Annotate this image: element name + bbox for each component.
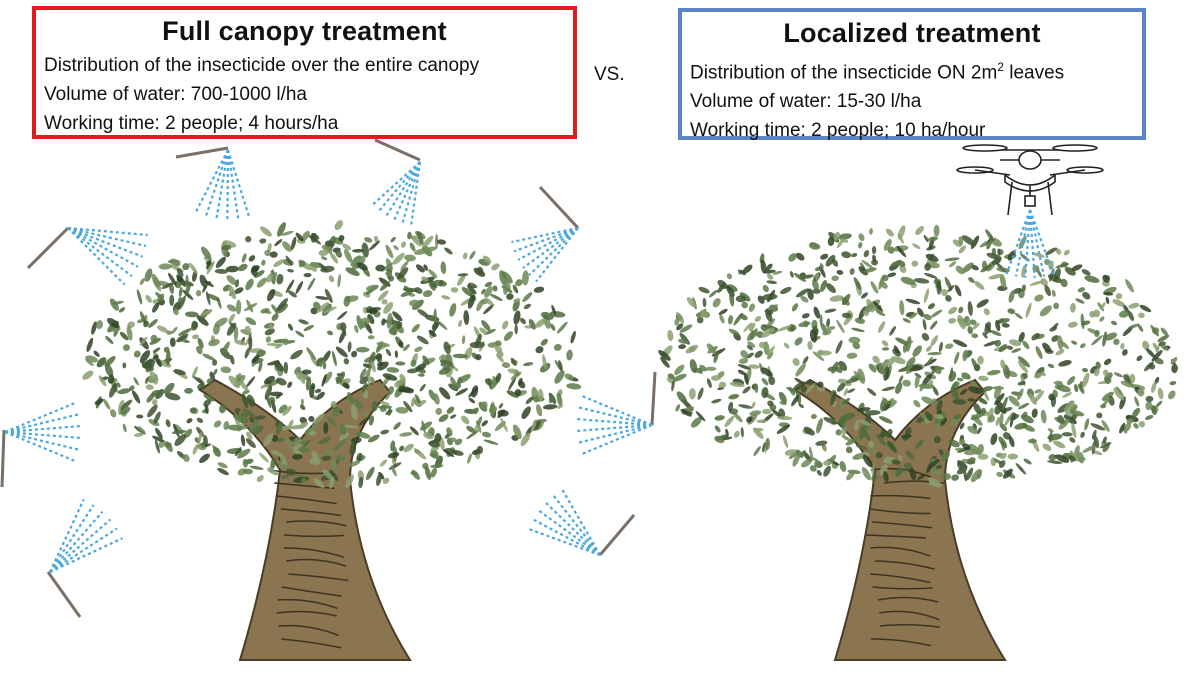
spray-jet <box>67 227 133 277</box>
spray-jet <box>49 510 104 573</box>
spray-lance <box>0 429 6 488</box>
spray-jet <box>4 430 79 451</box>
spray-jet <box>67 227 139 268</box>
spray-jet <box>517 227 579 261</box>
spray-jet <box>49 518 112 573</box>
spray-lance <box>26 226 70 270</box>
spray-jet <box>1028 209 1036 278</box>
spray-jet <box>1005 209 1032 275</box>
spray-jet <box>4 430 80 439</box>
full-canopy-distribution: Distribution of the insecticide over the… <box>44 55 480 76</box>
spray-jet <box>4 413 79 434</box>
localized-title: Localized treatment <box>783 18 1041 48</box>
spray-jet <box>529 528 601 557</box>
localized-water-volume: Volume of water: 15-30 l/ha <box>690 91 922 113</box>
spray-jet <box>409 161 422 227</box>
full-canopy-title: Full canopy treatment <box>162 16 447 46</box>
nozzle-lower-right <box>529 489 636 557</box>
spray-jet <box>4 430 75 462</box>
drone-spray <box>1005 209 1055 278</box>
full-canopy-working-time: Working time: 2 people; 4 hours/ha <box>44 113 339 134</box>
spray-jet <box>1028 209 1055 275</box>
spray-lance <box>538 185 580 230</box>
spray-jet <box>370 161 421 207</box>
full-canopy-water-volume: Volume of water: 700-1000 l/ha <box>44 84 308 105</box>
spray-jet <box>511 226 579 244</box>
nozzle-top-right <box>370 138 422 227</box>
spray-jet <box>577 418 653 427</box>
tree-trunk <box>793 378 1007 661</box>
localized-distribution-text: Distribution of the insecticide ON 2m <box>690 62 998 84</box>
nozzle-upper-right <box>511 185 580 283</box>
spray-jet <box>226 149 230 223</box>
spray-jet <box>392 161 422 222</box>
spray-lance <box>374 138 421 162</box>
nozzle-mid-right <box>577 371 657 455</box>
spray-jet <box>226 149 251 220</box>
spray-jet <box>67 227 126 286</box>
localized-info-box: Localized treatment Distribution of the … <box>678 8 1146 141</box>
spray-jet <box>552 495 601 556</box>
localized-working-time: Working time: 2 people; 10 ha/hour <box>690 120 986 142</box>
full-canopy-info-box: Full canopy treatment Distribution of th… <box>32 6 577 139</box>
drone-icon <box>956 144 1104 216</box>
spray-jet <box>578 423 653 444</box>
spray-jet <box>533 518 601 556</box>
nozzle-upper-left <box>26 226 148 286</box>
spray-jet <box>582 395 653 427</box>
localized-distribution-suffix: leaves <box>1003 62 1065 84</box>
spray-jet <box>67 226 148 237</box>
spray-lance <box>650 371 657 426</box>
localized-distribution: Distribution of the insecticide ON 2m2 l… <box>690 53 1134 87</box>
spray-jet <box>193 149 229 215</box>
spray-jet <box>538 510 601 556</box>
spray-jet <box>384 161 421 218</box>
spray-jet <box>204 149 230 219</box>
spray-jet <box>578 406 653 427</box>
spray-jet <box>49 527 118 573</box>
spray-jet <box>401 161 422 225</box>
spray-lance <box>598 514 636 556</box>
spray-jet <box>49 504 95 573</box>
spray-jet <box>1024 209 1032 278</box>
versus-label: VS. <box>594 64 625 85</box>
spray-jet <box>513 226 579 253</box>
olive-tree-full-canopy <box>82 220 582 661</box>
spray-jet <box>377 161 421 213</box>
spray-jet <box>67 226 147 248</box>
spray-lance <box>46 571 82 618</box>
spray-jet <box>535 227 579 283</box>
spray-jet <box>1028 209 1046 277</box>
sprayer-nozzles <box>0 138 1055 618</box>
spray-jet <box>522 227 579 269</box>
nozzle-lower-left <box>46 499 123 618</box>
spray-lance <box>175 146 229 159</box>
spray-jet <box>528 227 579 276</box>
spray-jet <box>577 423 653 432</box>
spray-jet <box>4 425 80 434</box>
olive-tree-localized <box>658 224 1178 661</box>
superscript: 2 <box>997 60 1004 74</box>
spray-jet <box>545 502 601 556</box>
spray-jet <box>67 226 144 258</box>
spray-jet <box>582 423 653 455</box>
spray-jet <box>226 149 240 222</box>
spray-jet <box>4 402 75 434</box>
spray-jet <box>561 489 601 556</box>
nozzle-mid-left <box>0 402 80 488</box>
spray-jet <box>49 499 85 573</box>
nozzle-top-left <box>175 146 251 223</box>
spray-jet <box>49 537 123 573</box>
spray-jet <box>1014 209 1032 277</box>
